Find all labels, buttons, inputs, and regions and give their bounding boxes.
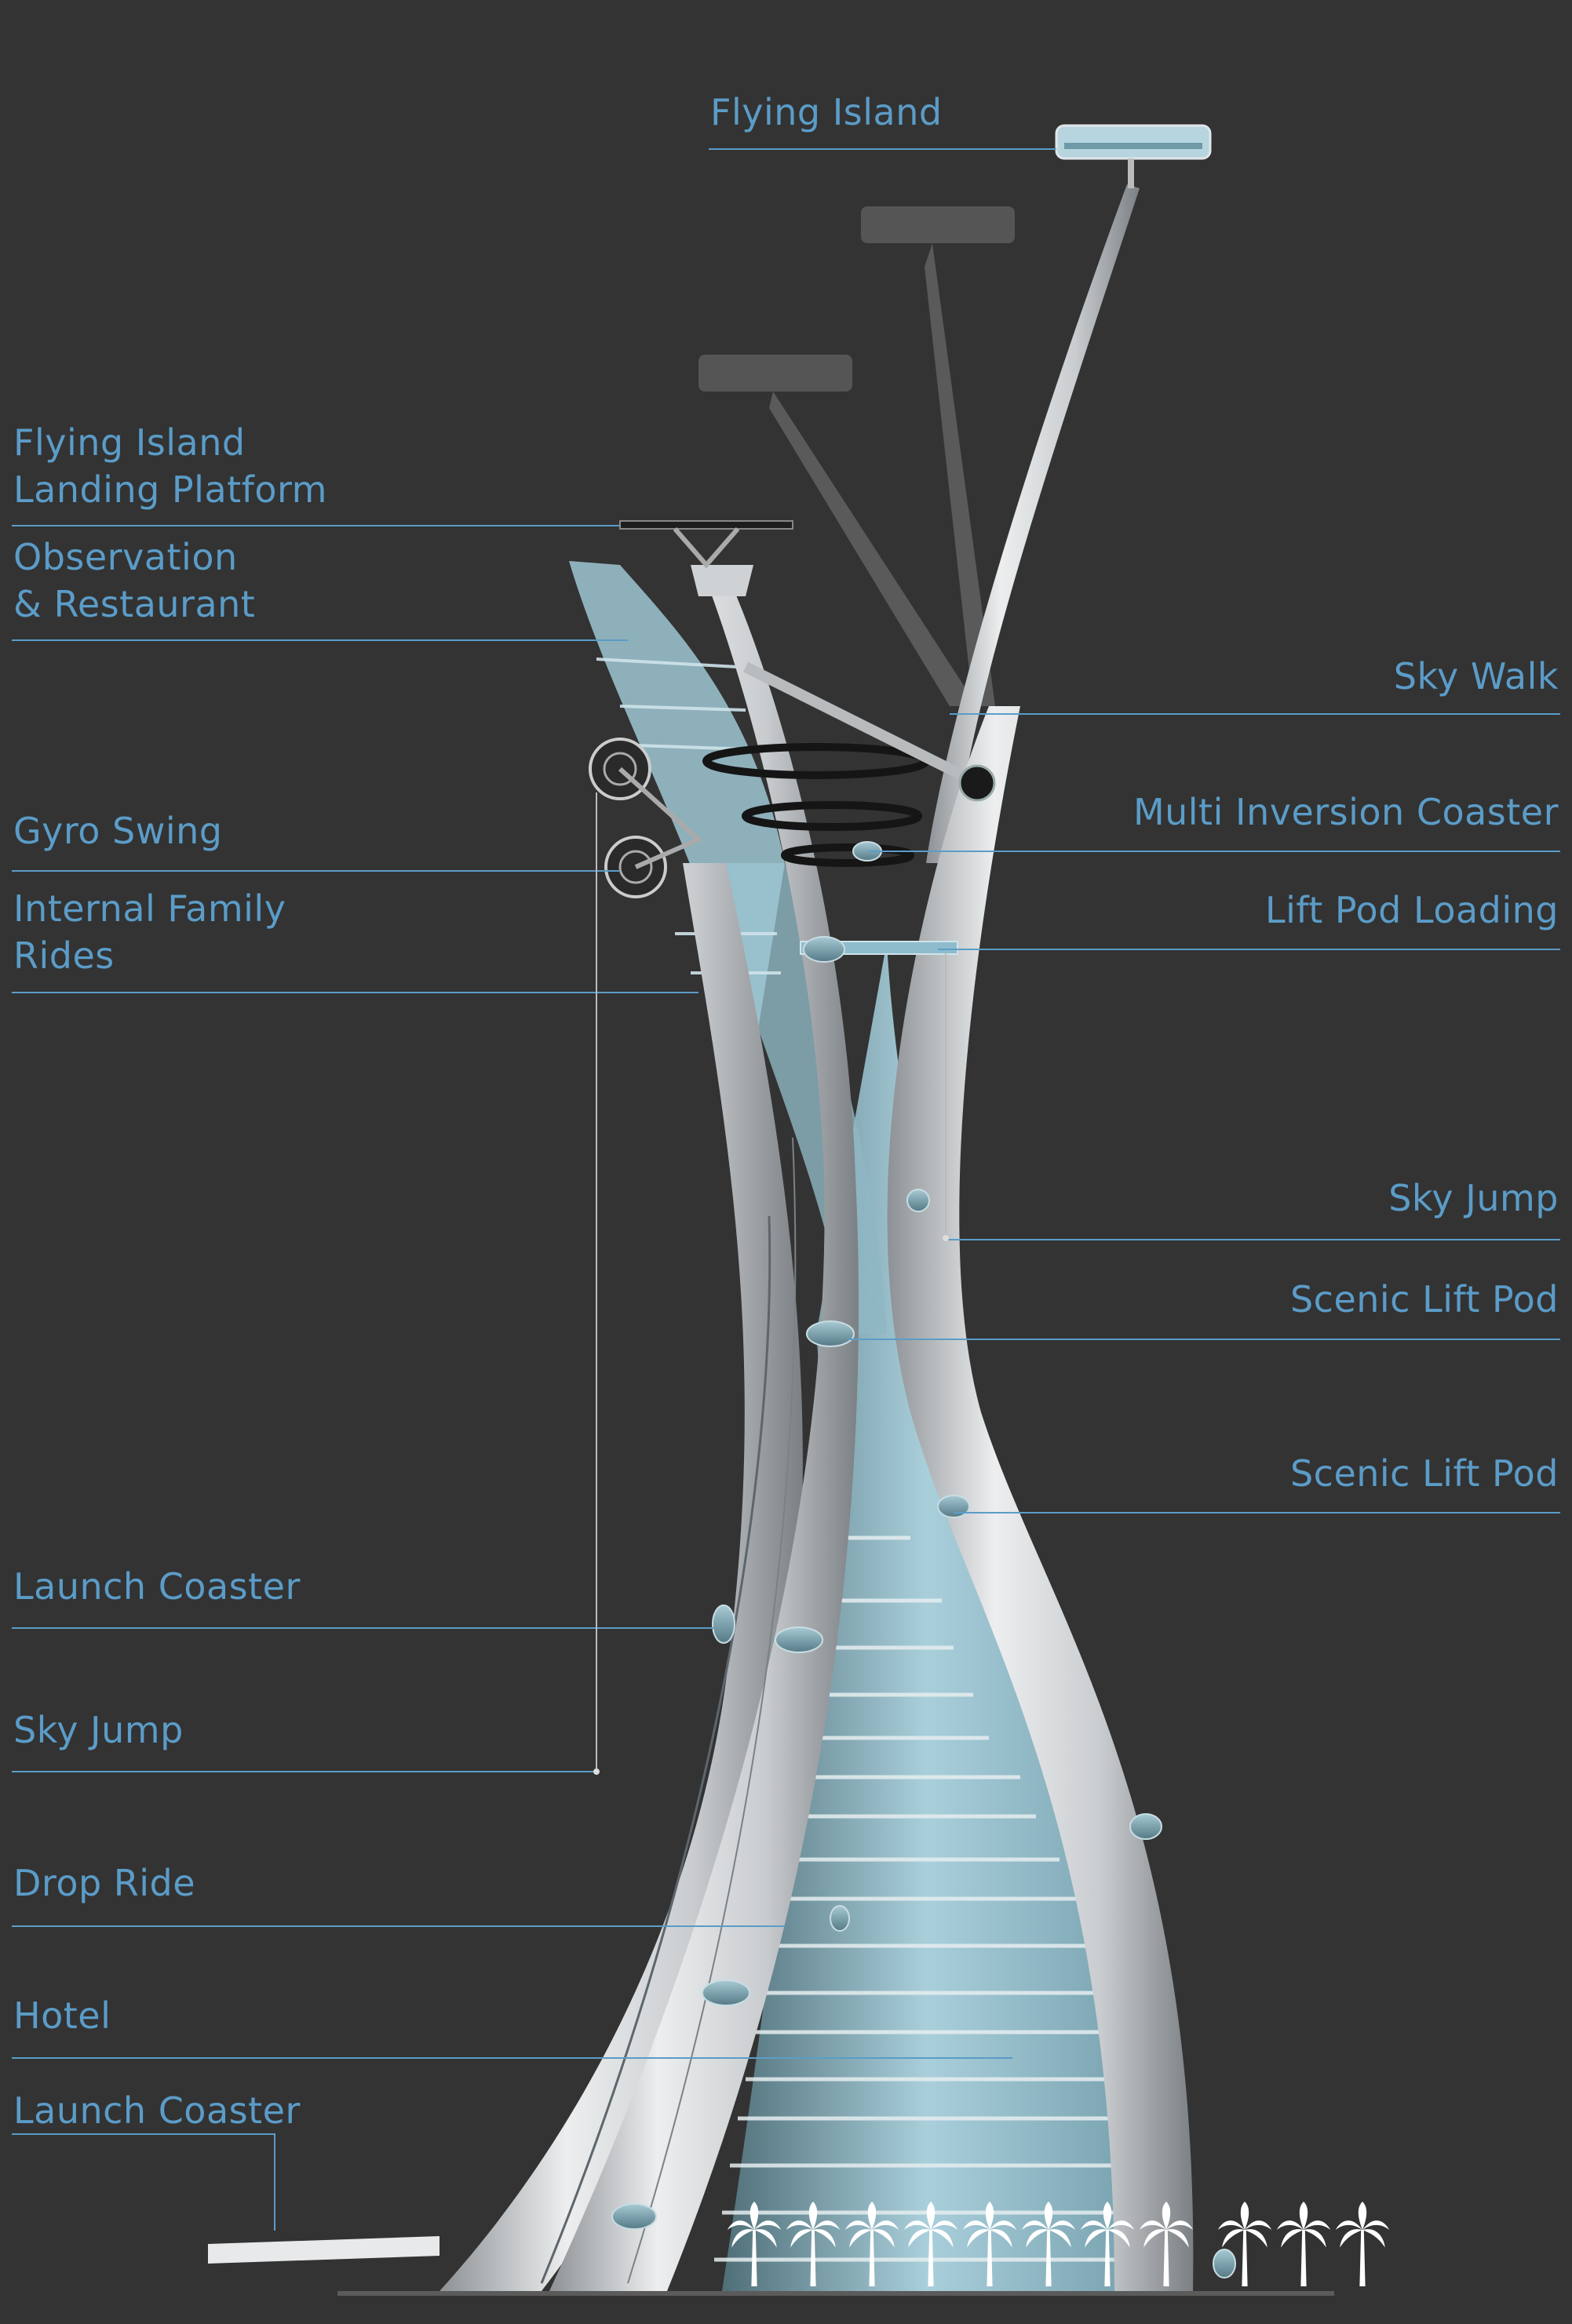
label-scenic-lift-pod-upper: Scenic Lift Pod bbox=[1289, 1278, 1559, 1320]
label-drop-ride: Drop Ride bbox=[13, 1862, 196, 1904]
label-sky-jump-left: Sky Jump bbox=[13, 1709, 184, 1751]
left-outer-leg bbox=[440, 863, 803, 2291]
label-gyro-swing: Gyro Swing bbox=[13, 810, 223, 852]
label-scenic-lift-pod-lower: Scenic Lift Pod bbox=[1289, 1452, 1559, 1495]
floor-lines bbox=[714, 1535, 1146, 2262]
label-internal-family-rides: Internal Family Rides bbox=[13, 887, 286, 977]
label-flying-island: Flying Island bbox=[710, 91, 943, 133]
landing-platform bbox=[619, 520, 793, 530]
label-launch-coaster-upper: Launch Coaster bbox=[13, 1565, 301, 1608]
flying-island-arm bbox=[926, 184, 1140, 863]
gyro-swing bbox=[589, 738, 703, 898]
ghost-flying-islands bbox=[698, 206, 1015, 706]
right-outer-leg bbox=[887, 706, 1194, 2291]
label-lift-pod-loading: Lift Pod Loading bbox=[1264, 889, 1559, 931]
leader-lines bbox=[12, 148, 1560, 2231]
label-sky-jump-right: Sky Jump bbox=[1388, 1177, 1559, 1219]
label-sky-walk: Sky Walk bbox=[1393, 655, 1559, 698]
flying-island-pod bbox=[1055, 124, 1212, 160]
label-launch-coaster-lower: Launch Coaster bbox=[13, 2089, 301, 2132]
launch-coaster-track bbox=[208, 2236, 440, 2264]
label-observation-restaurant: Observation & Restaurant bbox=[13, 536, 256, 625]
label-hotel: Hotel bbox=[13, 1994, 111, 2037]
label-flying-island-landing-platform: Flying Island Landing Platform bbox=[13, 421, 327, 511]
label-multi-inversion-coaster: Multi Inversion Coaster bbox=[1132, 791, 1559, 833]
central-leg bbox=[549, 581, 859, 2291]
